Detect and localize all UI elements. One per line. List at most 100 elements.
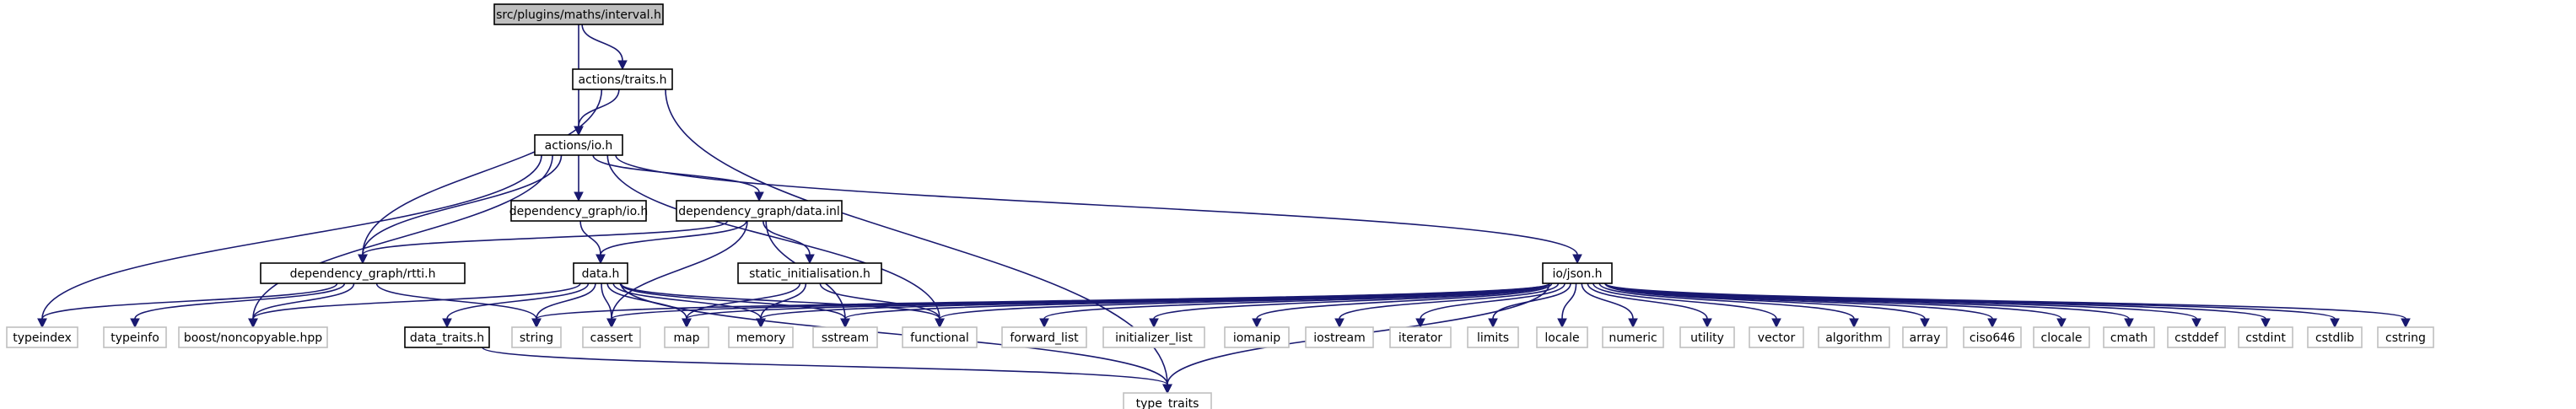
node-data[interactable]: data.h	[573, 262, 628, 284]
edge-json-to-utility	[1587, 283, 1712, 329]
node-label: sstream	[822, 331, 869, 345]
node-label: locale	[1544, 331, 1579, 345]
node-box	[664, 326, 709, 348]
node-interval[interactable]: src/plugins/maths/interval.h	[493, 3, 664, 25]
node-box	[6, 326, 78, 348]
node-json[interactable]: io/json.h	[1542, 262, 1613, 284]
node-algorithm: algorithm	[1818, 326, 1890, 348]
node-label: actions/traits.h	[579, 73, 667, 87]
node-box	[534, 134, 623, 156]
node-label: iostream	[1313, 331, 1366, 345]
edges-layer	[37, 24, 2411, 395]
node-label: clocale	[2041, 331, 2083, 345]
node-forward-list: forward_list	[1001, 326, 1087, 348]
node-functional: functional	[902, 326, 978, 348]
node-traits[interactable]: actions/traits.h	[572, 68, 673, 90]
node-rtti[interactable]: dependency_graph/rtti.h	[260, 262, 466, 284]
node-label: data_traits.h	[410, 331, 484, 345]
node-label: utility	[1690, 331, 1724, 345]
node-static-init[interactable]: static_initialisation.h	[737, 262, 882, 284]
node-label: cmath	[2110, 331, 2148, 345]
edge-json-to-locale	[1557, 283, 1577, 329]
node-label: algorithm	[1825, 331, 1883, 345]
node-limits: limits	[1467, 326, 1519, 348]
node-initializer-list: initializer_list	[1102, 326, 1205, 348]
node-label: cstdint	[2245, 331, 2286, 345]
edge-data_traits-to-type_traits	[482, 347, 1172, 395]
edge-json-to-algorithm	[1598, 283, 1859, 329]
node-dg-data-inl[interactable]: dependency_graph/data.inl	[676, 200, 843, 222]
node-box	[1102, 326, 1205, 348]
node-box	[404, 326, 490, 348]
node-label: cstddef	[2175, 331, 2219, 345]
node-box	[2033, 326, 2090, 348]
node-box	[1818, 326, 1890, 348]
edge-traits-to-io	[574, 89, 620, 137]
node-data-traits[interactable]: data_traits.h	[404, 326, 490, 348]
node-cstring: cstring	[2377, 326, 2434, 348]
edge-dg_data_inl-to-static_init	[763, 220, 815, 265]
node-memory: memory	[728, 326, 794, 348]
node-cstdlib: cstdlib	[2307, 326, 2363, 348]
node-box	[1123, 392, 1212, 409]
node-cstdint: cstdint	[2238, 326, 2293, 348]
node-box	[2238, 326, 2293, 348]
node-label: type_traits	[1136, 397, 1199, 409]
nodes-layer: src/plugins/maths/interval.h actions/trai…	[6, 3, 2434, 409]
node-label: memory	[736, 331, 786, 345]
edge-data-to-noncopyable	[248, 283, 581, 329]
node-label: dependency_graph/rtti.h	[290, 267, 436, 281]
node-box	[573, 262, 628, 284]
edge-rtti-to-typeindex	[37, 283, 338, 329]
node-iostream: iostream	[1305, 326, 1374, 348]
node-box	[1902, 326, 1948, 348]
node-clocale: clocale	[2033, 326, 2090, 348]
edge-json-to-forward_list	[1039, 283, 1550, 329]
edge-json-to-limits	[1488, 283, 1571, 329]
node-map: map	[664, 326, 709, 348]
node-label: cstdlib	[2315, 331, 2354, 345]
edge-interval-to-traits	[581, 24, 628, 71]
node-label: io/json.h	[1552, 267, 1602, 281]
node-label: cassert	[590, 331, 633, 345]
node-box	[103, 326, 167, 348]
edge-json-to-iostream	[1334, 283, 1560, 329]
node-vector: vector	[1749, 326, 1804, 348]
node-label: src/plugins/maths/interval.h	[496, 8, 661, 22]
node-box	[1749, 326, 1804, 348]
edge-json-to-iterator	[1415, 283, 1566, 329]
node-box	[260, 262, 466, 284]
node-type-traits: type_traits	[1123, 392, 1212, 409]
edge-rtti-to-string	[375, 283, 542, 329]
node-box	[2103, 326, 2155, 348]
node-box	[676, 200, 843, 222]
node-label: iterator	[1398, 331, 1442, 345]
node-array: array	[1902, 326, 1948, 348]
node-box	[1542, 262, 1613, 284]
node-box	[572, 68, 673, 90]
node-locale: locale	[1536, 326, 1588, 348]
node-label: vector	[1758, 331, 1796, 345]
node-box	[737, 262, 882, 284]
node-io[interactable]: actions/io.h	[534, 134, 623, 156]
node-box	[493, 3, 664, 25]
edge-json-to-cstdlib	[1604, 283, 2340, 329]
node-label: actions/io.h	[545, 139, 613, 153]
edge-rtti-to-typeinfo	[130, 283, 346, 329]
node-box	[812, 326, 878, 348]
node-label: string	[520, 331, 553, 345]
node-label: ciso646	[1970, 331, 2015, 345]
node-noncopyable: boost/noncopyable.hpp	[178, 326, 328, 348]
node-sstream: sstream	[812, 326, 878, 348]
node-iomanip: iomanip	[1224, 326, 1290, 348]
node-box	[2167, 326, 2226, 348]
node-label: dependency_graph/data.inl	[678, 205, 840, 218]
node-box	[1389, 326, 1452, 348]
node-dg-io[interactable]: dependency_graph/io.h	[509, 200, 648, 222]
node-box	[1679, 326, 1735, 348]
node-cassert: cassert	[582, 326, 641, 348]
edge-dg_data_inl-to-data	[595, 220, 747, 265]
node-numeric: numeric	[1602, 326, 1664, 348]
node-box	[178, 326, 328, 348]
